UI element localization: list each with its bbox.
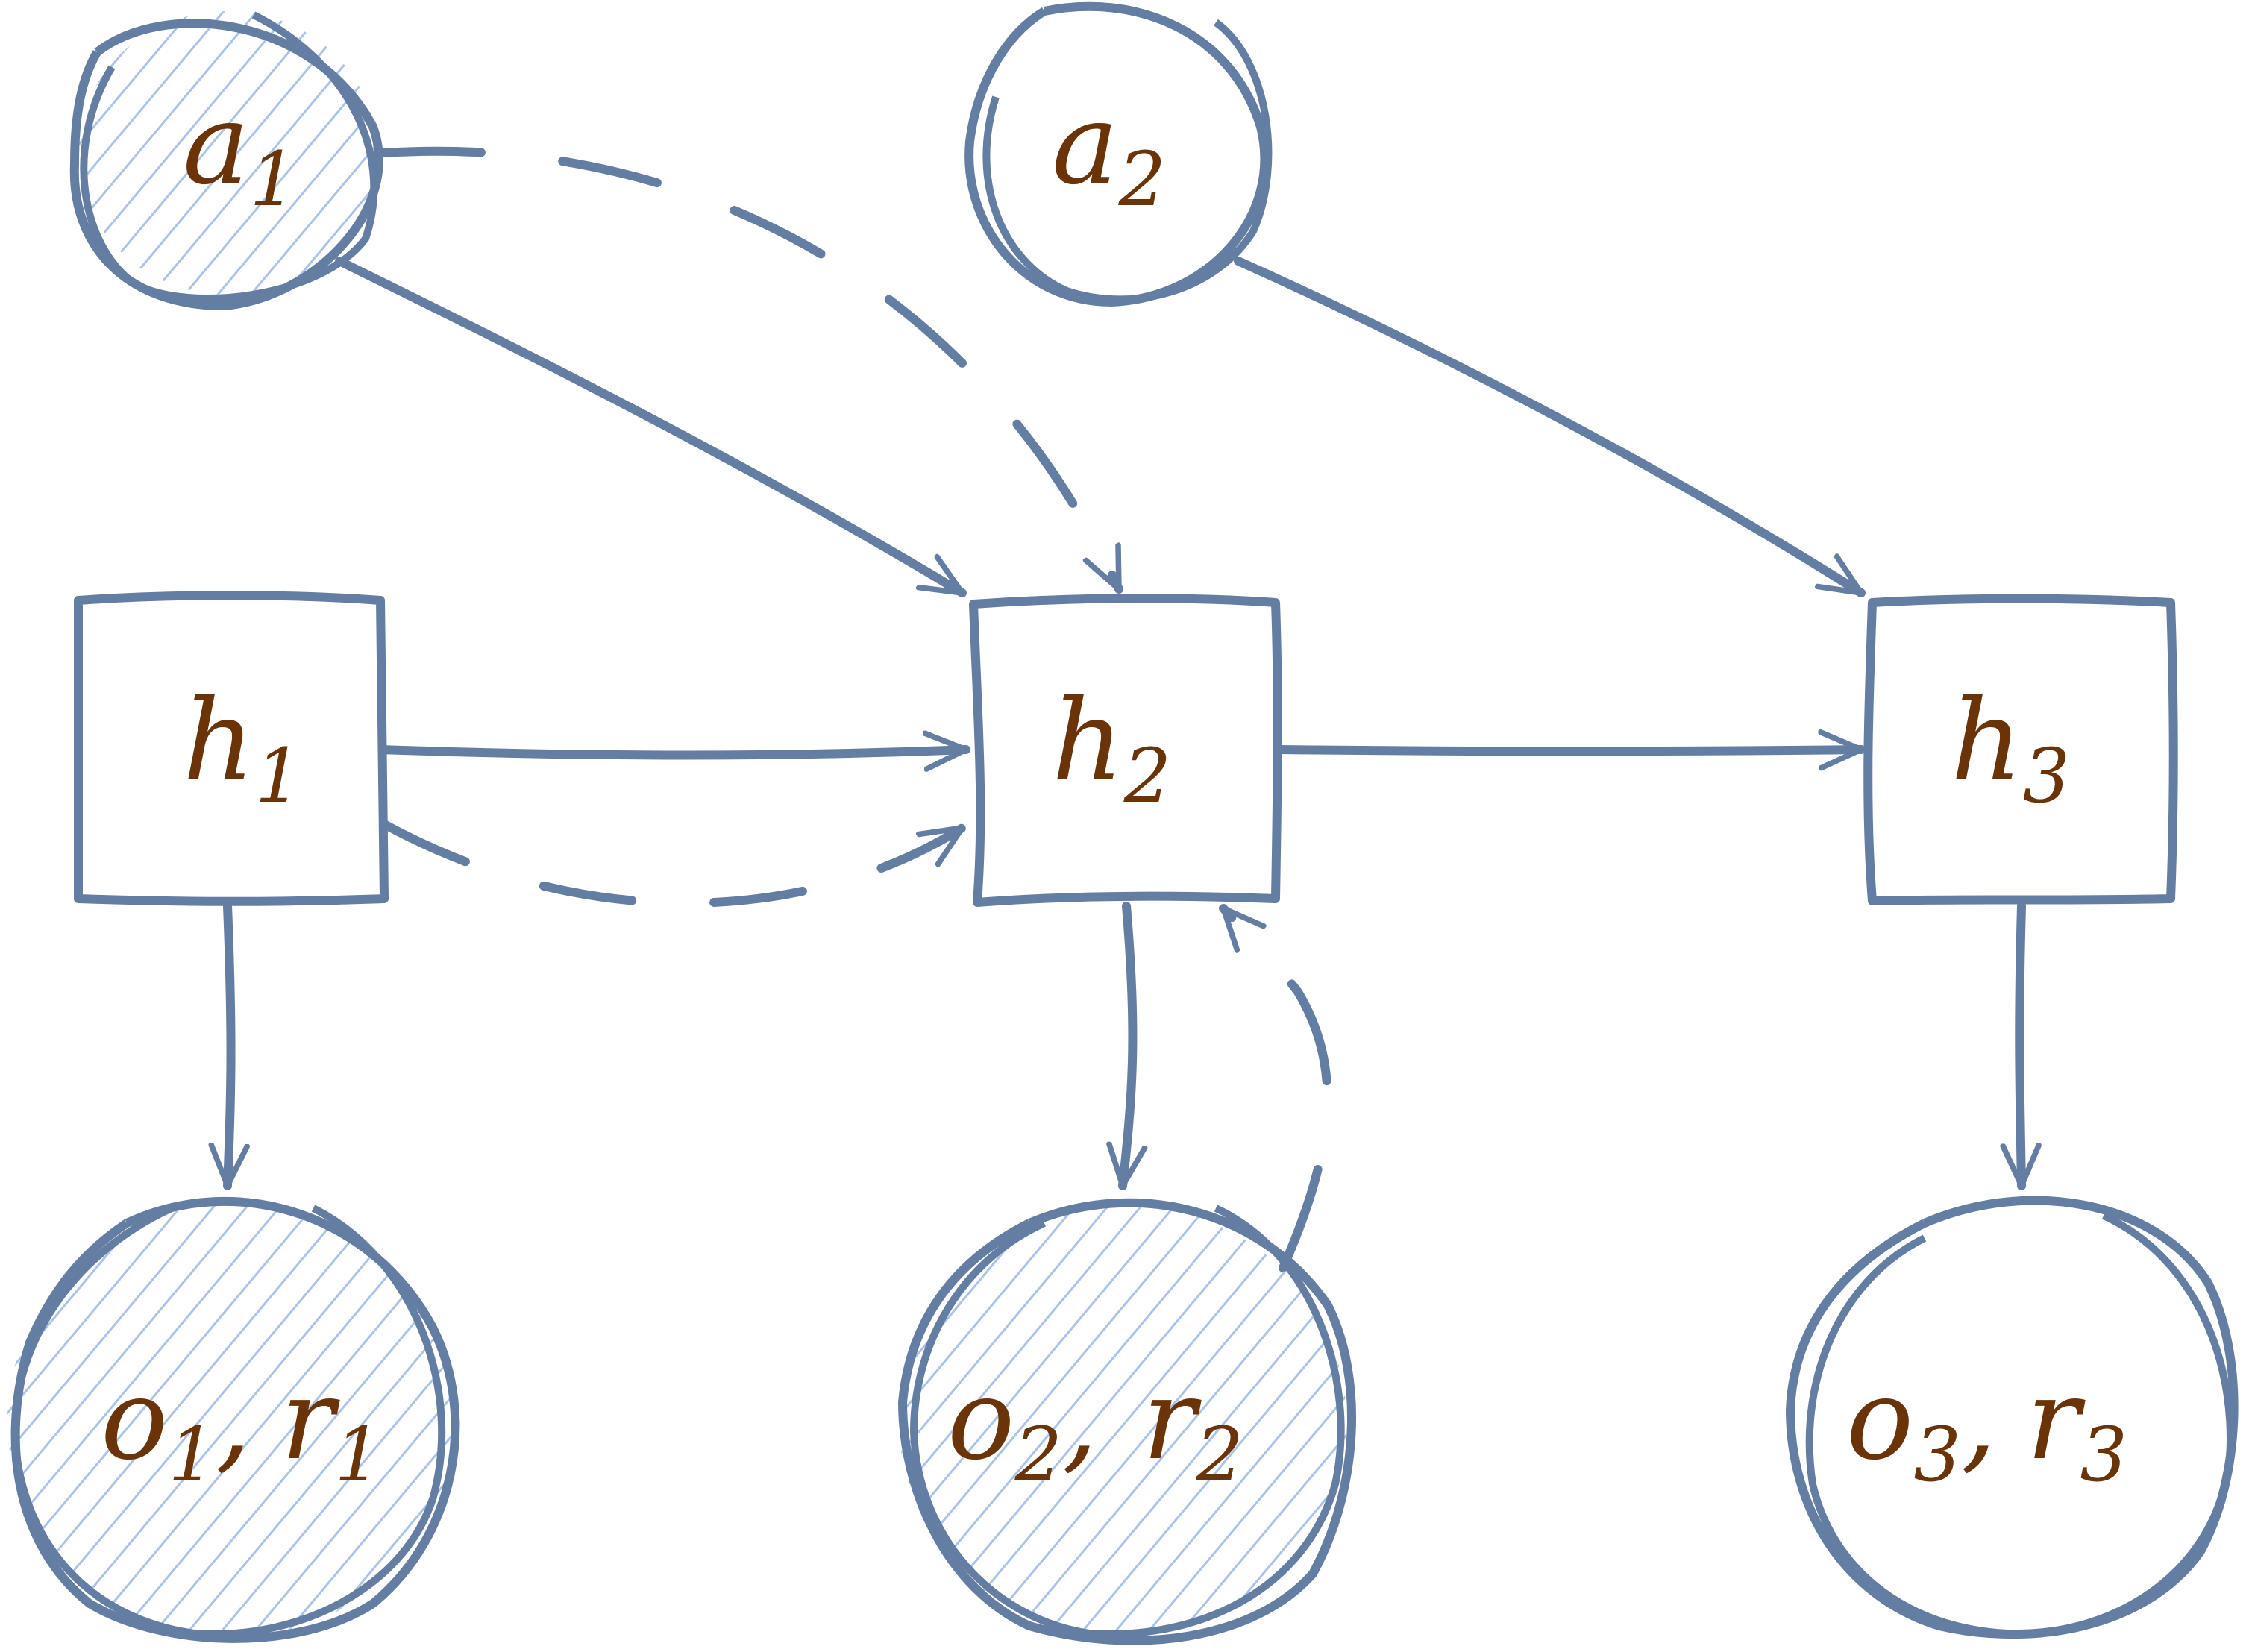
node-a2: a2 — [964, 1, 1273, 307]
edge-or2-h2-dashed — [1219, 904, 1332, 1272]
edge-a2-h3-solid — [1234, 257, 1866, 597]
edge-h1-or1 — [228, 902, 231, 1190]
node-h1: h1 — [74, 591, 389, 906]
node-or3: o3,r3 — [1785, 1196, 2239, 1639]
node-h2-label: h2 — [1052, 676, 1171, 820]
edge-h1-h2-solid — [376, 750, 970, 756]
node-a2-label: a2 — [1052, 80, 1166, 223]
edge-a1-h2-solid — [335, 257, 967, 597]
edges — [228, 146, 2021, 1272]
node-or2: o2,r2 — [897, 1198, 1356, 1645]
node-h2: h2 — [969, 594, 1282, 907]
node-h3: h3 — [1863, 594, 2178, 905]
node-or3-label: o3,r3 — [1846, 1355, 2127, 1498]
edge-h1-h2-dashed — [380, 820, 967, 908]
node-a1: a1 — [69, 11, 383, 311]
edge-h2-h3-solid — [1275, 750, 1866, 751]
edge-h3-or3 — [2019, 902, 2021, 1190]
node-or1-label: o1,r1 — [101, 1355, 382, 1498]
node-h3-label: h3 — [1951, 676, 2070, 820]
node-h1-label: h1 — [183, 676, 302, 820]
node-a1-label: a1 — [183, 80, 297, 223]
edge-h2-or2 — [1123, 902, 1132, 1190]
edge-a1-h2-dashed — [380, 146, 1123, 594]
node-or2-label: o2,r2 — [947, 1355, 1243, 1498]
node-or1: o1,r1 — [7, 1197, 460, 1643]
